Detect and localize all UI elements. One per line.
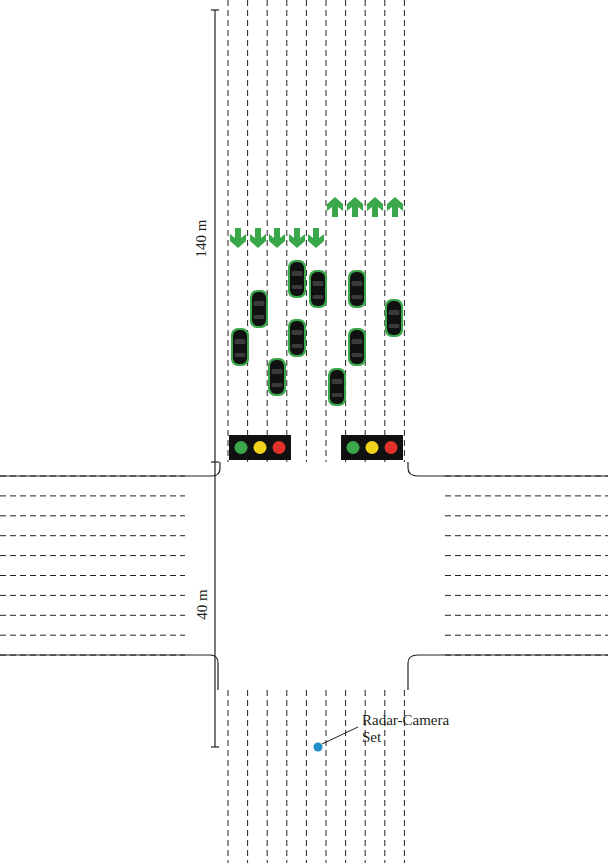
traffic-light — [229, 435, 403, 460]
dimension-label: 140 m — [193, 217, 210, 259]
callout-label: Radar-Camera Set — [362, 712, 452, 747]
dimension-label: 40 m — [194, 587, 211, 621]
